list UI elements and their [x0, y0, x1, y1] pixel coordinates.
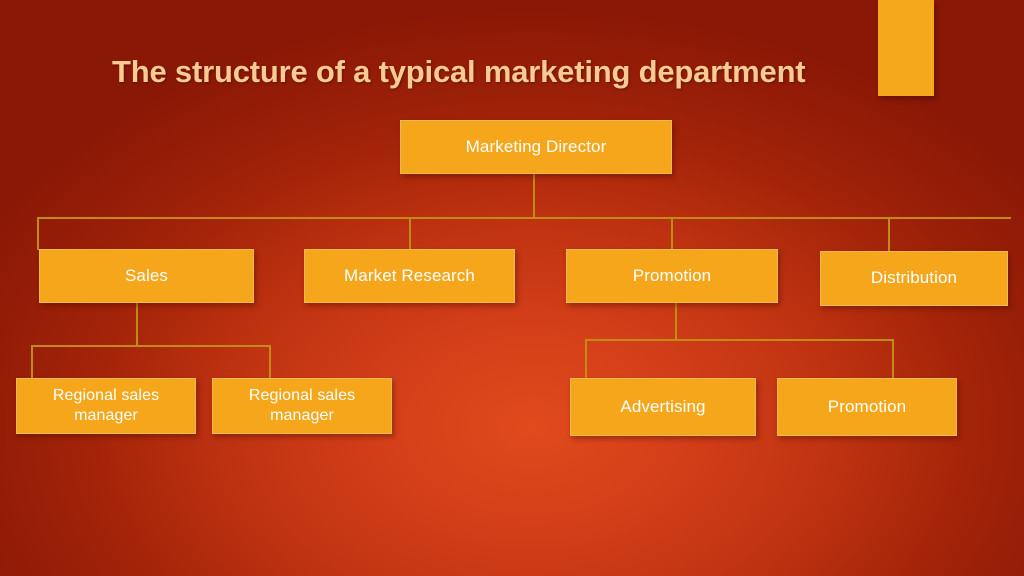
connector-sales-stem	[136, 303, 138, 346]
node-advertising[interactable]: Advertising	[570, 378, 756, 436]
node-promotion[interactable]: Promotion	[566, 249, 778, 303]
connector-drop-market-research	[409, 217, 411, 250]
node-promotion-sub-label: Promotion	[827, 396, 907, 416]
node-advertising-label: Advertising	[620, 396, 706, 416]
connector-promotion-bus	[585, 339, 894, 341]
connector-sales-bus	[31, 345, 271, 347]
connector-drop-regional-sales-manager-2	[269, 345, 271, 378]
connector-level1-bus	[37, 217, 1011, 219]
node-marketing-director[interactable]: Marketing Director	[400, 120, 672, 174]
node-regional-sales-manager-1-label: Regional sales manager	[52, 387, 160, 424]
connector-drop-sales	[37, 217, 39, 250]
node-promotion-label: Promotion	[632, 265, 712, 285]
node-distribution[interactable]: Distribution	[820, 251, 1008, 306]
page-title: The structure of a typical marketing dep…	[112, 54, 806, 89]
node-sales-label: Sales	[124, 265, 169, 285]
decorative-accent-block	[878, 0, 934, 96]
connector-drop-promotion	[671, 217, 673, 250]
node-regional-sales-manager-2-label: Regional sales manager	[248, 387, 356, 424]
node-market-research-label: Market Research	[344, 265, 475, 285]
node-marketing-director-label: Marketing Director	[465, 136, 607, 156]
node-market-research[interactable]: Market Research	[304, 249, 515, 303]
connector-drop-advertising	[585, 339, 587, 378]
node-distribution-label: Distribution	[870, 268, 958, 288]
connector-promotion-stem	[675, 303, 677, 341]
connector-director-stem	[533, 173, 535, 218]
node-regional-sales-manager-1[interactable]: Regional sales manager	[16, 378, 196, 434]
node-regional-sales-manager-2[interactable]: Regional sales manager	[212, 378, 392, 434]
node-sales[interactable]: Sales	[39, 249, 254, 303]
node-promotion-sub[interactable]: Promotion	[777, 378, 957, 436]
connector-drop-distribution	[888, 217, 890, 251]
connector-drop-regional-sales-manager-1	[31, 345, 33, 378]
connector-drop-promotion-sub	[892, 339, 894, 378]
